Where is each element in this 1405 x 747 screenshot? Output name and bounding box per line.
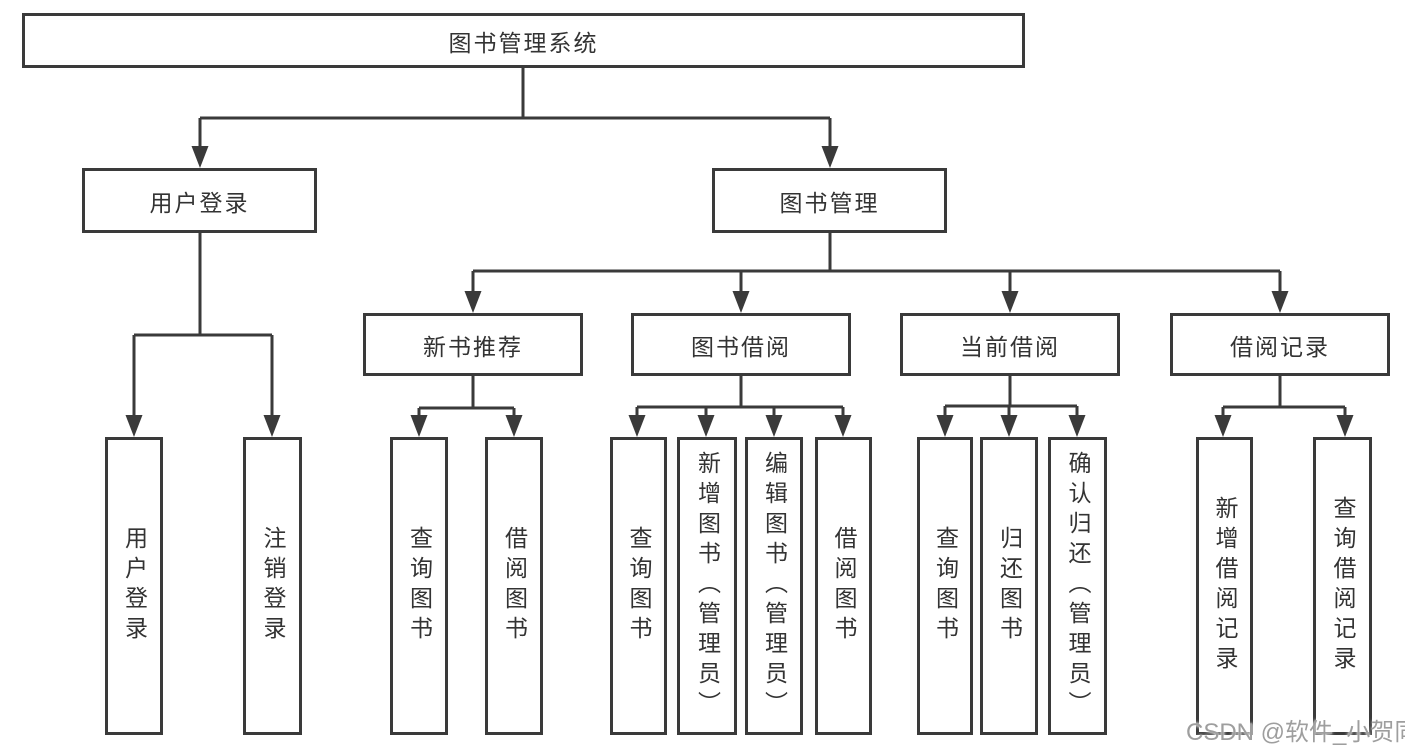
leaf-current-query-book: 查询图书 (917, 437, 973, 735)
leaf-confirm-return-admin: 确认归还（管理员） (1048, 437, 1107, 735)
node-book-management-label: 图书管理 (779, 189, 880, 216)
node-book-borrow-label: 图书借阅 (691, 333, 791, 360)
leaf-add-book-admin: 新增图书（管理员） (677, 437, 737, 735)
node-current-borrow: 当前借阅 (900, 313, 1120, 376)
csdn-watermark: CSDN @软件_小贺同学 (1186, 719, 1405, 746)
node-new-book-recommend: 新书推荐 (363, 313, 583, 376)
node-current-borrow-label: 当前借阅 (960, 333, 1060, 360)
leaf-add-book-admin-label: 新增图书（管理员） (694, 451, 721, 721)
node-new-book-recommend-label: 新书推荐 (423, 333, 523, 360)
node-borrow-record-label: 借阅记录 (1230, 333, 1330, 360)
leaf-user-login-label: 用户登录 (121, 526, 148, 646)
leaf-add-borrow-record: 新增借阅记录 (1196, 437, 1253, 735)
leaf-borrow-query-book-label: 查询图书 (626, 526, 652, 646)
leaf-recommend-query-book: 查询图书 (390, 437, 448, 735)
leaf-edit-book-admin-label: 编辑图书（管理员） (761, 451, 788, 721)
leaf-user-login: 用户登录 (105, 437, 163, 735)
leaf-recommend-query-book-label: 查询图书 (406, 526, 433, 646)
node-user-login: 用户登录 (82, 168, 317, 233)
leaf-query-borrow-record: 查询借阅记录 (1313, 437, 1372, 735)
leaf-logout: 注销登录 (243, 437, 302, 735)
leaf-borrow-book-label: 借阅图书 (831, 526, 857, 646)
leaf-query-borrow-record-label: 查询借阅记录 (1330, 496, 1356, 676)
leaf-borrow-query-book: 查询图书 (610, 437, 667, 735)
node-root-label: 图书管理系统 (448, 29, 599, 56)
leaf-logout-label: 注销登录 (260, 526, 286, 646)
leaf-borrow-book: 借阅图书 (815, 437, 872, 735)
leaf-current-query-book-label: 查询图书 (932, 526, 959, 646)
node-user-login-label: 用户登录 (149, 189, 250, 216)
leaf-return-book: 归还图书 (980, 437, 1038, 735)
node-book-management: 图书管理 (712, 168, 947, 233)
leaf-edit-book-admin: 编辑图书（管理员） (745, 437, 803, 735)
leaf-add-borrow-record-label: 新增借阅记录 (1212, 496, 1238, 676)
arrowheads (125, 146, 1354, 437)
node-book-borrow: 图书借阅 (631, 313, 851, 376)
leaf-confirm-return-admin-label: 确认归还（管理员） (1065, 451, 1091, 721)
leaf-recommend-borrow-book: 借阅图书 (485, 437, 543, 735)
node-root: 图书管理系统 (22, 13, 1025, 68)
leaf-recommend-borrow-book-label: 借阅图书 (501, 526, 528, 646)
node-borrow-record: 借阅记录 (1170, 313, 1390, 376)
leaf-return-book-label: 归还图书 (996, 526, 1023, 646)
